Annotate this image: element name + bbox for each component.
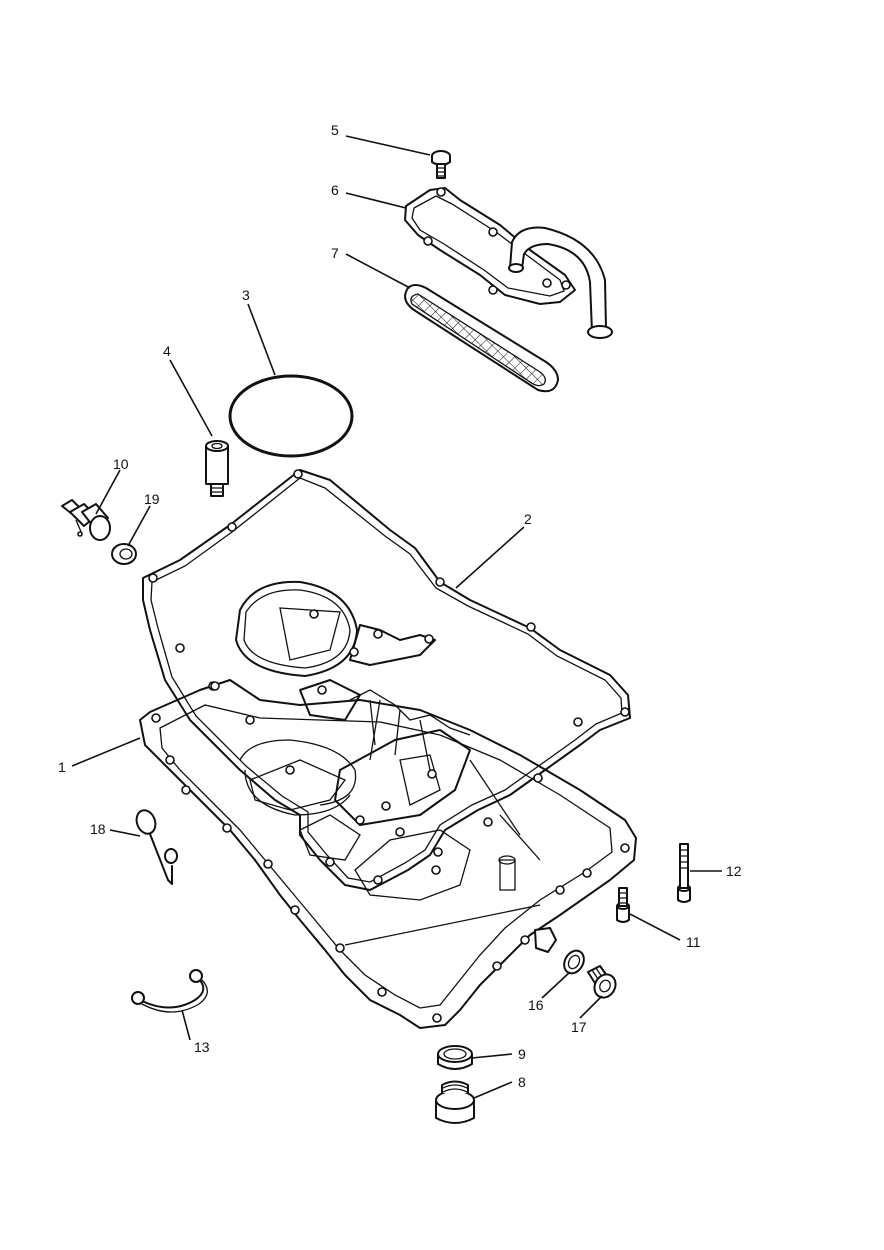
part-5-screw <box>431 150 451 179</box>
part-17-plug <box>587 965 617 999</box>
label-5: 5 <box>331 122 339 138</box>
label-13: 13 <box>194 1039 210 1055</box>
part-1-oil-sump <box>139 679 637 1029</box>
part-7-strainer <box>404 284 559 393</box>
part-labels: 1 2 3 4 5 6 7 8 9 10 11 12 13 16 17 18 1… <box>58 122 742 1090</box>
label-16: 16 <box>528 997 544 1013</box>
label-10: 10 <box>113 456 129 472</box>
label-9: 9 <box>518 1046 526 1062</box>
part-18-clip <box>135 809 178 885</box>
part-9-washer <box>437 1045 473 1070</box>
part-11-bolt <box>616 887 630 923</box>
label-11: 11 <box>686 934 701 950</box>
label-1: 1 <box>58 759 66 775</box>
label-2: 2 <box>524 511 532 527</box>
leader-lines <box>71 135 722 1099</box>
part-6-pickup-pipe <box>404 187 613 339</box>
label-6: 6 <box>331 182 339 198</box>
label-19: 19 <box>144 491 160 507</box>
label-18: 18 <box>90 821 106 837</box>
label-17: 17 <box>571 1019 587 1035</box>
part-2-sump-gasket <box>142 469 631 891</box>
part-8-drain-plug <box>435 1080 475 1124</box>
label-3: 3 <box>242 287 250 303</box>
part-3-o-ring <box>228 374 354 458</box>
label-4: 4 <box>163 343 171 359</box>
part-10-pressure-switch <box>61 499 111 541</box>
part-4-spacer <box>205 440 229 497</box>
label-8: 8 <box>518 1074 526 1090</box>
part-13-clip <box>131 969 208 1013</box>
label-7: 7 <box>331 245 339 261</box>
part-19-washer <box>111 543 137 565</box>
label-12: 12 <box>726 863 742 879</box>
part-16-washer <box>563 949 585 975</box>
part-12-bolt <box>677 843 691 903</box>
